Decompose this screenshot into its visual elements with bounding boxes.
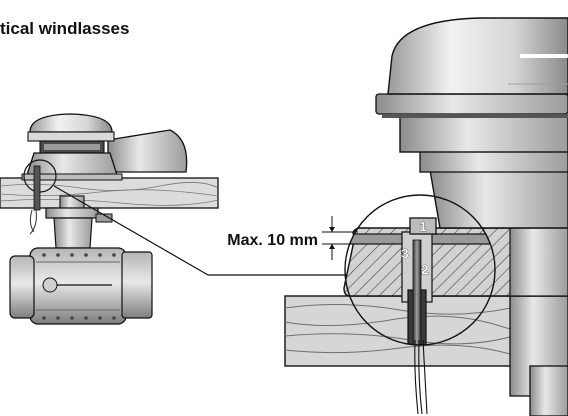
magnified-detail [344, 194, 496, 415]
part-number-2: 2 [421, 262, 428, 277]
detail-circle [344, 194, 496, 346]
overview-chain-pipe [107, 129, 188, 173]
wire-1 [414, 339, 419, 415]
wire-3 [422, 339, 428, 415]
cable [412, 239, 422, 345]
diagram-heading: tical windlasses [0, 19, 129, 38]
windlass-enlarged [284, 17, 568, 416]
overview-windlass [0, 113, 219, 325]
dimension-indicator [322, 216, 358, 260]
dimension-label: Max. 10 mm [227, 232, 318, 249]
detail-leader-lines [53, 185, 348, 276]
dome-cap [387, 17, 568, 95]
part-number-3: 3 [401, 246, 408, 261]
gypsy-housing [429, 169, 568, 229]
wire-2 [418, 339, 423, 415]
overview-gearbox [53, 217, 93, 249]
gland-nut [409, 217, 437, 235]
overview-dome [29, 113, 113, 133]
part-number-1: 1 [419, 219, 426, 234]
